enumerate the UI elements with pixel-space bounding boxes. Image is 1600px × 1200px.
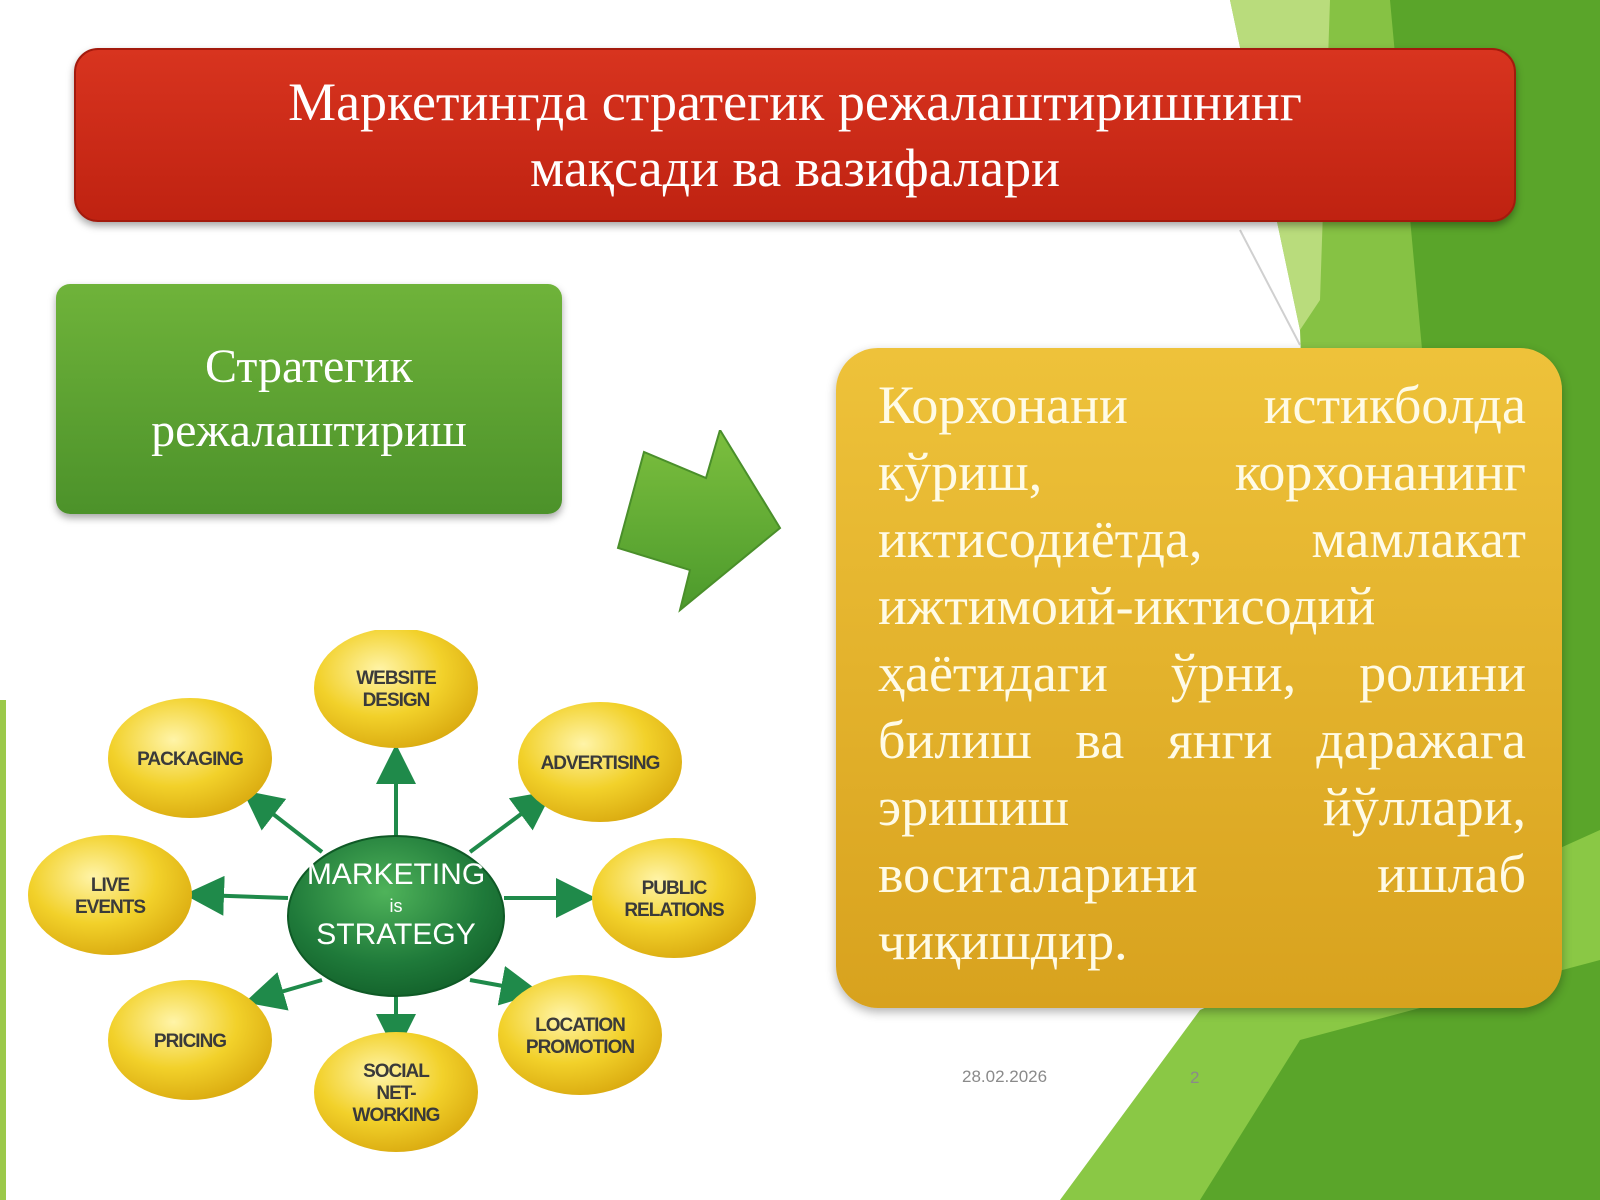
bubble-label: PRICING (154, 1031, 226, 1052)
bubble-label: LOCATION (535, 1015, 625, 1036)
center-label-line: MARKETING (307, 858, 485, 891)
center-label-line: STRATEGY (316, 918, 475, 951)
bubble-circle (108, 698, 272, 818)
bubble-circle (314, 1032, 478, 1152)
footer-page-number: 2 (1190, 1068, 1200, 1087)
center-label-line: is (390, 896, 403, 916)
right-arrow-icon (616, 430, 782, 613)
strategic-planning-box: Стратегик режалаштириш (56, 284, 562, 514)
strategic-planning-line-1: Стратегик (205, 340, 413, 393)
bubble-label: SOCIAL (363, 1061, 430, 1082)
bubble-label: PROMOTION (526, 1037, 634, 1058)
definition-box: Корхонани истикболда кўриш, корхонанинг … (836, 348, 1562, 1008)
bubble-label: PUBLIC (642, 878, 708, 899)
bubble-label: PACKAGING (137, 749, 243, 770)
diagram-arrow (468, 790, 553, 854)
bubble-label: LIVE (91, 875, 130, 896)
bubble-5: PRICING (108, 980, 272, 1100)
bubble-label: NET- (376, 1083, 416, 1104)
bubble-circle (592, 838, 756, 958)
bubble-label: ADVERTISING (541, 753, 660, 774)
diagram-arrows (184, 744, 596, 1054)
definition-text: Корхонани истикболда кўриш, корхонанинг … (878, 375, 1526, 971)
diagram-arrow (244, 972, 323, 1011)
bubble-1: ADVERTISING (518, 702, 682, 822)
bubble-label: EVENTS (75, 897, 145, 918)
slide-title-line-2: мақсади ва вазифалари (530, 138, 1060, 198)
bubble-label: RELATIONS (624, 900, 724, 921)
bubble-label: WORKING (353, 1105, 440, 1126)
bubble-label: DESIGN (363, 690, 430, 711)
center-circle (287, 835, 505, 997)
bubble-circle (28, 835, 192, 955)
bubble-label: WEBSITE (356, 668, 436, 689)
footer-date: 28.02.2026 (962, 1067, 1048, 1086)
diagram-arrow (242, 790, 324, 854)
bubble-circle (314, 630, 478, 748)
strategic-planning-line-2: режалаштириш (151, 404, 467, 457)
bubble-7: PACKAGING (108, 698, 272, 818)
diagram-arrow (184, 875, 289, 916)
bubble-circle (518, 702, 682, 822)
bubble-circle (108, 980, 272, 1100)
slide-title-box: Маркетингда стратегик режалаштиришнинг м… (74, 48, 1516, 222)
diagram-arrow (469, 966, 541, 1006)
slide-title-line-1: Маркетингда стратегик режалаштиришнинг (288, 72, 1302, 132)
bubble-circle (498, 975, 662, 1095)
